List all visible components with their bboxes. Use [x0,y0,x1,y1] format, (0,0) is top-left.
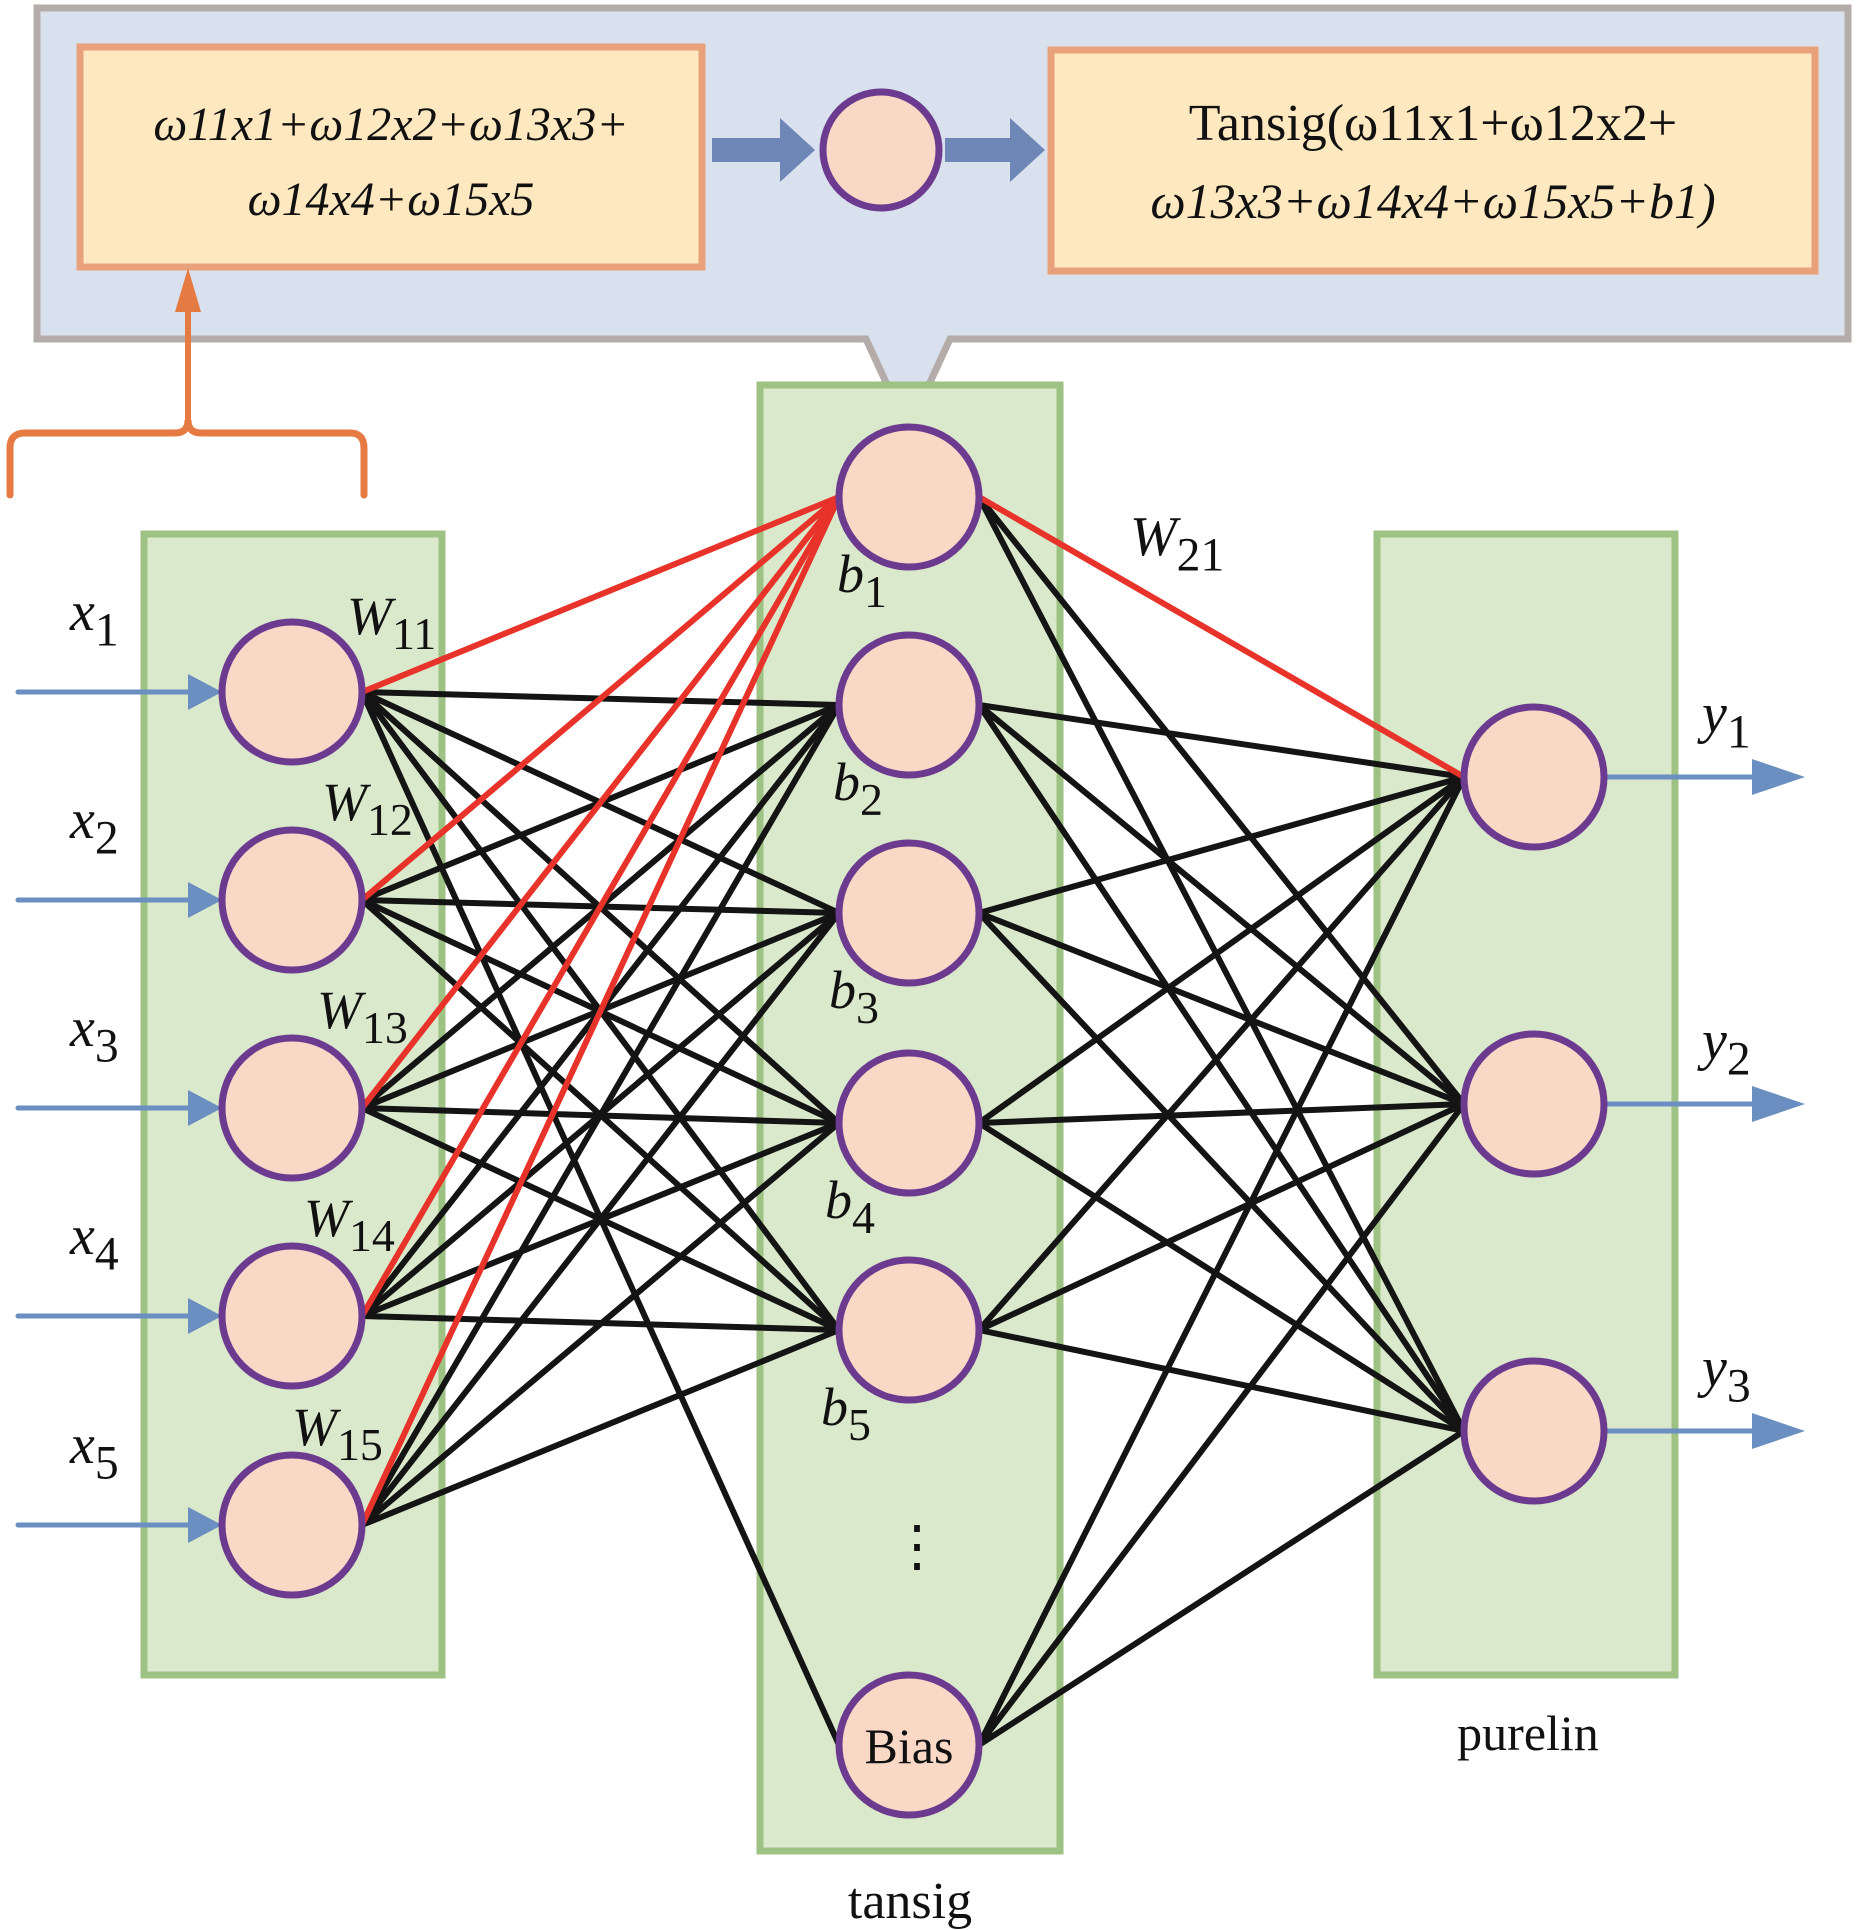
edge-hidden-to-output [976,702,1467,1434]
arrow-right-icon [1752,759,1805,795]
hidden-bias-label: b3 [829,960,879,1033]
edge-input-to-bias [359,689,842,1748]
edge-bias-to-output [976,1101,1467,1748]
hidden-neuron [835,1049,983,1197]
weighted-sum-box [76,43,706,271]
input-weight-label: W15 [292,1397,383,1470]
output-neuron [1460,703,1608,851]
edge-input-to-hidden [359,1327,842,1528]
output-label: y1 [1697,683,1751,759]
block-arrow-right-icon [712,118,815,182]
neuron-detail-callout: ω11x1+ω12x2+ω13x3+ ω14x4+ω15x5 Tansig(ω1… [33,4,1852,439]
hidden-bias-label: b2 [833,752,883,825]
edge-hidden-to-output [976,494,1467,1434]
activation-line-1: Tansig(ω11x1+ω12x2+ [1189,95,1677,152]
input-weight-label: W12 [322,772,413,845]
edge-hidden-to-output [976,910,1467,1107]
neurons [218,423,1608,1819]
input-neuron [218,826,366,974]
weighted-sum-line-1: ω11x1+ω12x2+ω13x3+ [153,98,628,151]
input-group-brace [6,268,368,499]
input-neuron [218,1034,366,1182]
edge-hidden-to-output [976,1120,1467,1434]
arrow-up-icon [175,268,201,312]
hidden-output-weight-label: W21 [1130,506,1224,582]
bias-label: Bias [865,1718,954,1774]
edge-input-to-hidden [359,702,842,1528]
edge-highlight-b1-to-y1 [976,494,1467,780]
edge-highlight-input-to-b1 [359,494,842,1319]
arrow-right-icon [1752,1086,1805,1122]
activation-output-box [1047,46,1819,275]
edge-hidden-to-output [976,774,1467,1126]
io-arrows [15,674,1805,1543]
output-label: y3 [1697,1337,1751,1413]
edge-bias-to-output [976,774,1467,1748]
input-label: x2 [69,789,119,865]
hidden-layer-label: tansig [848,1873,972,1930]
arrow-right-icon [188,674,222,710]
output-layer-label: purelin [1457,1705,1599,1761]
input-weight-label: W13 [317,980,408,1053]
input-neuron [218,1451,366,1599]
hidden-neuron [835,1256,983,1404]
input-label: x1 [69,581,119,657]
hidden-bias-label: b5 [821,1377,871,1450]
input-label: x4 [69,1205,119,1281]
edge-hidden-to-output [976,1327,1467,1434]
hidden-neuron [835,631,983,779]
weighted-sum-line-2: ω14x4+ω15x5 [248,173,535,226]
output-label: y2 [1697,1010,1751,1086]
input-neuron [218,1242,366,1390]
block-arrow-right-icon [945,118,1045,182]
arrow-right-icon [188,1507,222,1543]
output-neuron [1460,1357,1608,1505]
edge-highlight-input-to-b1 [359,494,842,695]
edge-highlight-input-to-b1 [359,494,842,1528]
edge-input-to-hidden [359,1120,842,1528]
arrow-right-icon [1752,1413,1805,1449]
hidden-neuron [835,423,983,571]
edge-hidden-to-output [976,910,1467,1434]
input-weight-label: W14 [304,1188,395,1261]
edge-highlight-input-to-b1 [359,494,842,903]
output-neuron [1460,1030,1608,1178]
edge-hidden-to-output [976,1101,1467,1126]
edge-hidden-to-output [976,774,1467,916]
edge-hidden-to-output [976,702,1467,780]
curly-brace-icon [6,419,368,499]
edge-hidden-to-output [976,494,1467,1107]
arrow-right-icon [188,1298,222,1334]
activation-line-2: ω13x3+ω14x4+ω15x5+b1) [1150,173,1715,229]
edge-bias-to-output [976,1428,1467,1748]
arrow-right-icon [188,882,222,918]
input-neuron [218,618,366,766]
input-label: x3 [69,997,119,1073]
bias-neuron [835,1671,983,1819]
hidden-bias-label: b1 [837,544,887,617]
arrow-right-icon [188,1090,222,1126]
edge-highlight-input-to-b1 [359,494,842,1111]
hidden-ellipsis: ⋮ [889,1516,945,1578]
input-weight-label: W11 [347,586,436,659]
summation-neuron [819,88,943,212]
edge-hidden-to-output [976,702,1467,1107]
input-label: x5 [69,1414,119,1490]
hidden-bias-label: b4 [825,1170,875,1243]
hidden-neuron [835,839,983,987]
edge-hidden-to-output [976,1101,1467,1333]
edge-hidden-to-output [976,774,1467,1333]
connection-edges [359,494,1467,1748]
